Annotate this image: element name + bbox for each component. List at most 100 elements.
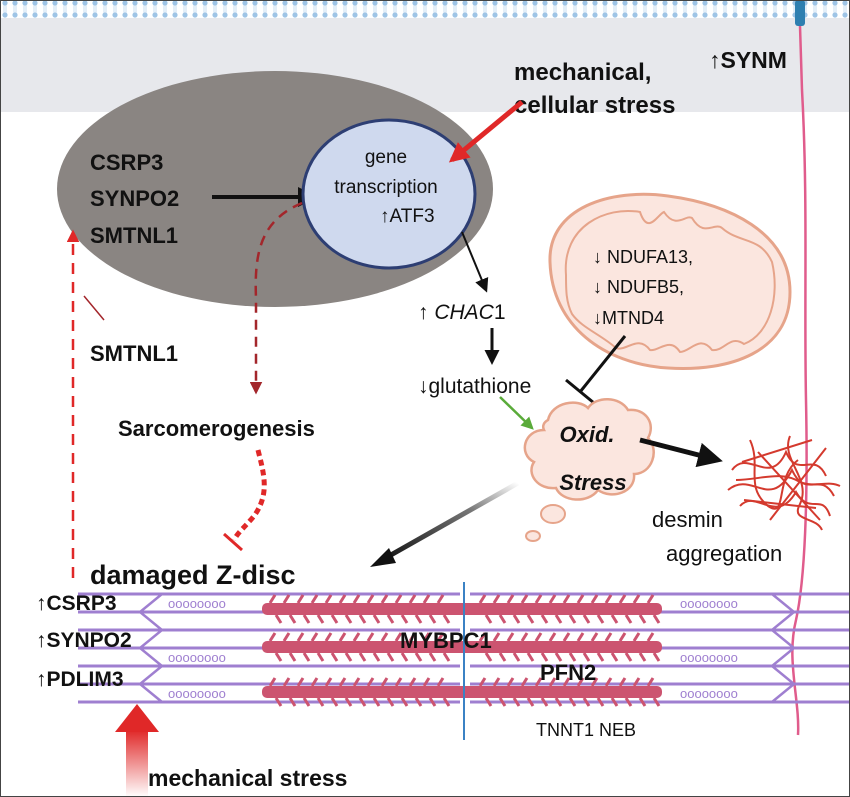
myosin-head (590, 632, 605, 662)
desmin-label-line1: desmin (652, 507, 723, 532)
myosin-head (338, 677, 353, 707)
upreg-gene-3: ↑PDLIM3 (36, 668, 124, 691)
myosin-head (604, 594, 619, 624)
mito-inhibition-bar (565, 378, 595, 405)
glutathione-to-oxid-arrow (499, 396, 534, 430)
myosin-head (296, 677, 311, 707)
myosin-head (380, 594, 395, 624)
smtnl1-label: SMTNL1 (90, 341, 178, 366)
upreg-gene-2: ↑SYNPO2 (36, 629, 132, 652)
myosin-head (520, 632, 535, 662)
myosin-head (282, 632, 297, 662)
myosin-head (366, 594, 381, 624)
myosin-head (408, 594, 423, 624)
myosin-head (548, 632, 563, 662)
myosin-head (352, 677, 367, 707)
myosin-head (492, 677, 507, 707)
myosin-head (478, 594, 493, 624)
myosin-head (646, 632, 661, 662)
myosin-head (310, 632, 325, 662)
myosin-head (562, 594, 577, 624)
myosin-head (408, 677, 423, 707)
titin-spring-left: oooooooo (168, 596, 226, 611)
titin-spring-right: oooooooo (680, 650, 738, 665)
mechanical-stress-label: mechanical stress (148, 765, 347, 791)
myosin-head (520, 677, 535, 707)
myosin-head (296, 594, 311, 624)
synm-label: ↑SYNM (709, 47, 787, 73)
sarcomerogenesis-label: Sarcomerogenesis (118, 416, 315, 441)
oxid-to-desmin-arrow (639, 437, 723, 468)
mybpc1-label: MYBPC1 (400, 628, 492, 653)
nucleus-gene-3: SMTNL1 (90, 223, 178, 248)
nucleus-gene-1: CSRP3 (90, 150, 163, 175)
myosin-head (618, 594, 633, 624)
myosin-head (534, 677, 549, 707)
damaged-zdisc-label: damaged Z-disc (90, 560, 296, 590)
myosin-head (268, 677, 283, 707)
myosin-head (310, 677, 325, 707)
myosin-head (478, 677, 493, 707)
myosin-head (492, 594, 507, 624)
myosin-head (576, 632, 591, 662)
myosin-head (548, 677, 563, 707)
upreg-gene-1: ↑CSRP3 (36, 592, 117, 615)
myosin-head (548, 594, 563, 624)
myosin-head (324, 594, 339, 624)
myosin-head (632, 594, 647, 624)
sarcomerogenesis-inhibition-bar (223, 532, 243, 552)
myosin-head (436, 594, 451, 624)
cell-membrane (0, 0, 850, 18)
myosin-head (324, 632, 339, 662)
myosin-head (394, 632, 409, 662)
myosin-head (646, 677, 661, 707)
pfn2-label: PFN2 (540, 660, 596, 685)
left-z-disc (138, 593, 164, 703)
myosin-head (534, 632, 549, 662)
oxid-label-line2: Stress (559, 470, 626, 495)
myosin-head (324, 677, 339, 707)
myosin-head (408, 632, 423, 662)
stress-top-line1: mechanical, (514, 59, 651, 86)
myosin-head (422, 632, 437, 662)
myosin-head (394, 677, 409, 707)
titin-spring-right: oooooooo (680, 686, 738, 701)
myosin-head (352, 632, 367, 662)
glutathione-label: ↓glutathione (418, 375, 531, 398)
titin-spring-left: oooooooo (168, 650, 226, 665)
myosin-filament (262, 641, 662, 653)
myosin-head (436, 632, 451, 662)
myosin-head (310, 594, 325, 624)
gene-transcription-circle (301, 118, 477, 270)
myosin-head (338, 594, 353, 624)
myosin-head (422, 677, 437, 707)
myosin-head (394, 594, 409, 624)
mito-gene-2: ↓ NDUFB5, (593, 277, 684, 297)
myosin-head (478, 632, 493, 662)
mechanical-stress-arrow-head (115, 704, 159, 732)
myosin-head (604, 632, 619, 662)
titin-spring-left: oooooooo (168, 686, 226, 701)
myosin-filament (262, 686, 662, 698)
myosin-head (268, 632, 283, 662)
myosin-head (604, 677, 619, 707)
myosin-head (282, 677, 297, 707)
myosin-head (422, 594, 437, 624)
chac1-label: ↑ CHAC1 (418, 301, 506, 324)
right-z-disc (770, 593, 796, 703)
stress-to-transcription-arrow (448, 100, 524, 163)
myosin-head (296, 632, 311, 662)
atf3-to-chac1-arrow (461, 231, 489, 293)
nucleus-gene-2: SYNPO2 (90, 186, 179, 211)
mechanical-stress-arrow-shaft (126, 730, 148, 797)
mito-gene-1: ↓ NDUFA13, (593, 247, 693, 267)
mitochondrion (548, 192, 792, 370)
myosin-head (492, 632, 507, 662)
myosin-head (366, 677, 381, 707)
stress-top-line2: cellular stress (514, 92, 675, 119)
desmin-aggregate (727, 435, 841, 531)
myosin-head (576, 594, 591, 624)
myosin-filament (262, 603, 662, 615)
